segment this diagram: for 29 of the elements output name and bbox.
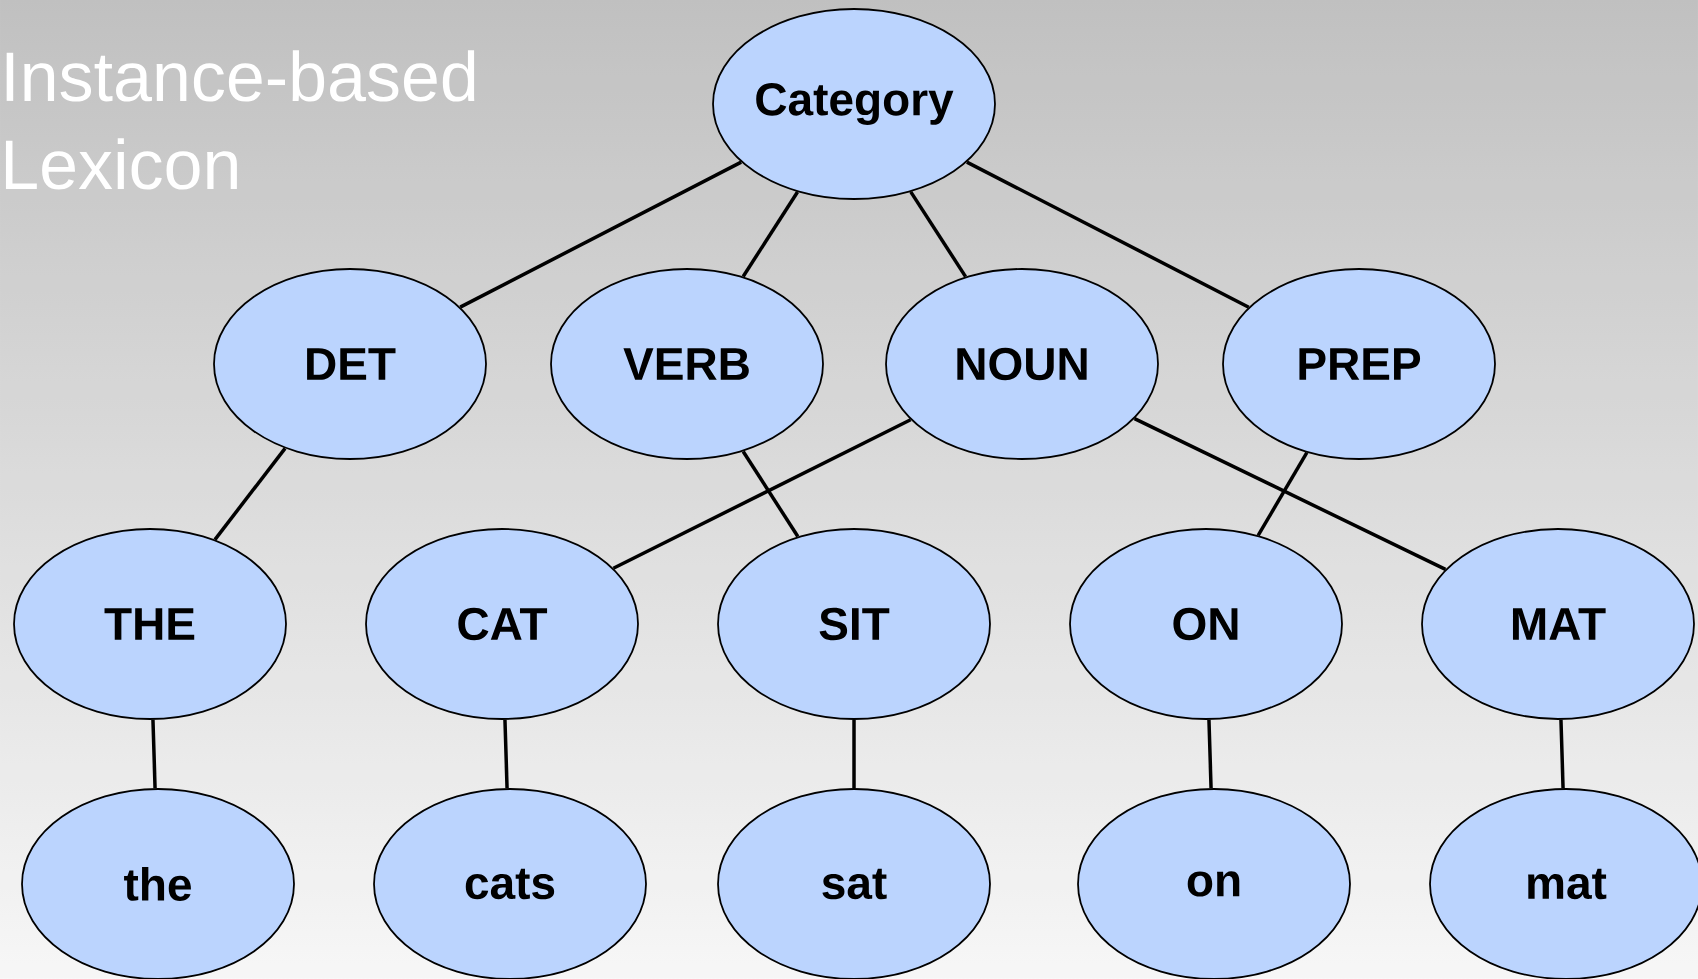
connector-line: [1207, 719, 1213, 789]
ellipse-node: on: [1077, 788, 1351, 979]
connector-line: [213, 447, 287, 541]
ellipse-node: mat: [1429, 788, 1698, 979]
ellipse-node: cats: [373, 788, 647, 979]
connector-line: [1256, 451, 1309, 537]
connector-line: [151, 719, 157, 789]
ellipse-node: VERB: [550, 268, 824, 460]
ellipse-node: sat: [717, 788, 991, 979]
ellipse-node: MAT: [1421, 528, 1695, 720]
connector-line: [1133, 417, 1447, 571]
ellipse-node: NOUN: [885, 268, 1159, 460]
connector-line: [852, 719, 856, 789]
ellipse-node: SIT: [717, 528, 991, 720]
connector-line: [612, 418, 912, 570]
connector-line: [503, 719, 509, 789]
ellipse-node: THE: [13, 528, 287, 720]
connector-line: [741, 450, 800, 538]
ellipse-node: the: [21, 788, 295, 979]
connector-line: [459, 160, 743, 309]
ellipse-node: ON: [1069, 528, 1343, 720]
ellipse-node: Category: [712, 8, 996, 200]
connector-line: [909, 190, 968, 278]
connector-line: [966, 160, 1250, 309]
connector-line: [1559, 719, 1565, 789]
ellipse-node: PREP: [1222, 268, 1496, 460]
ellipse-node: DET: [213, 268, 487, 460]
ellipse-node: CAT: [365, 528, 639, 720]
connector-line: [741, 191, 799, 278]
